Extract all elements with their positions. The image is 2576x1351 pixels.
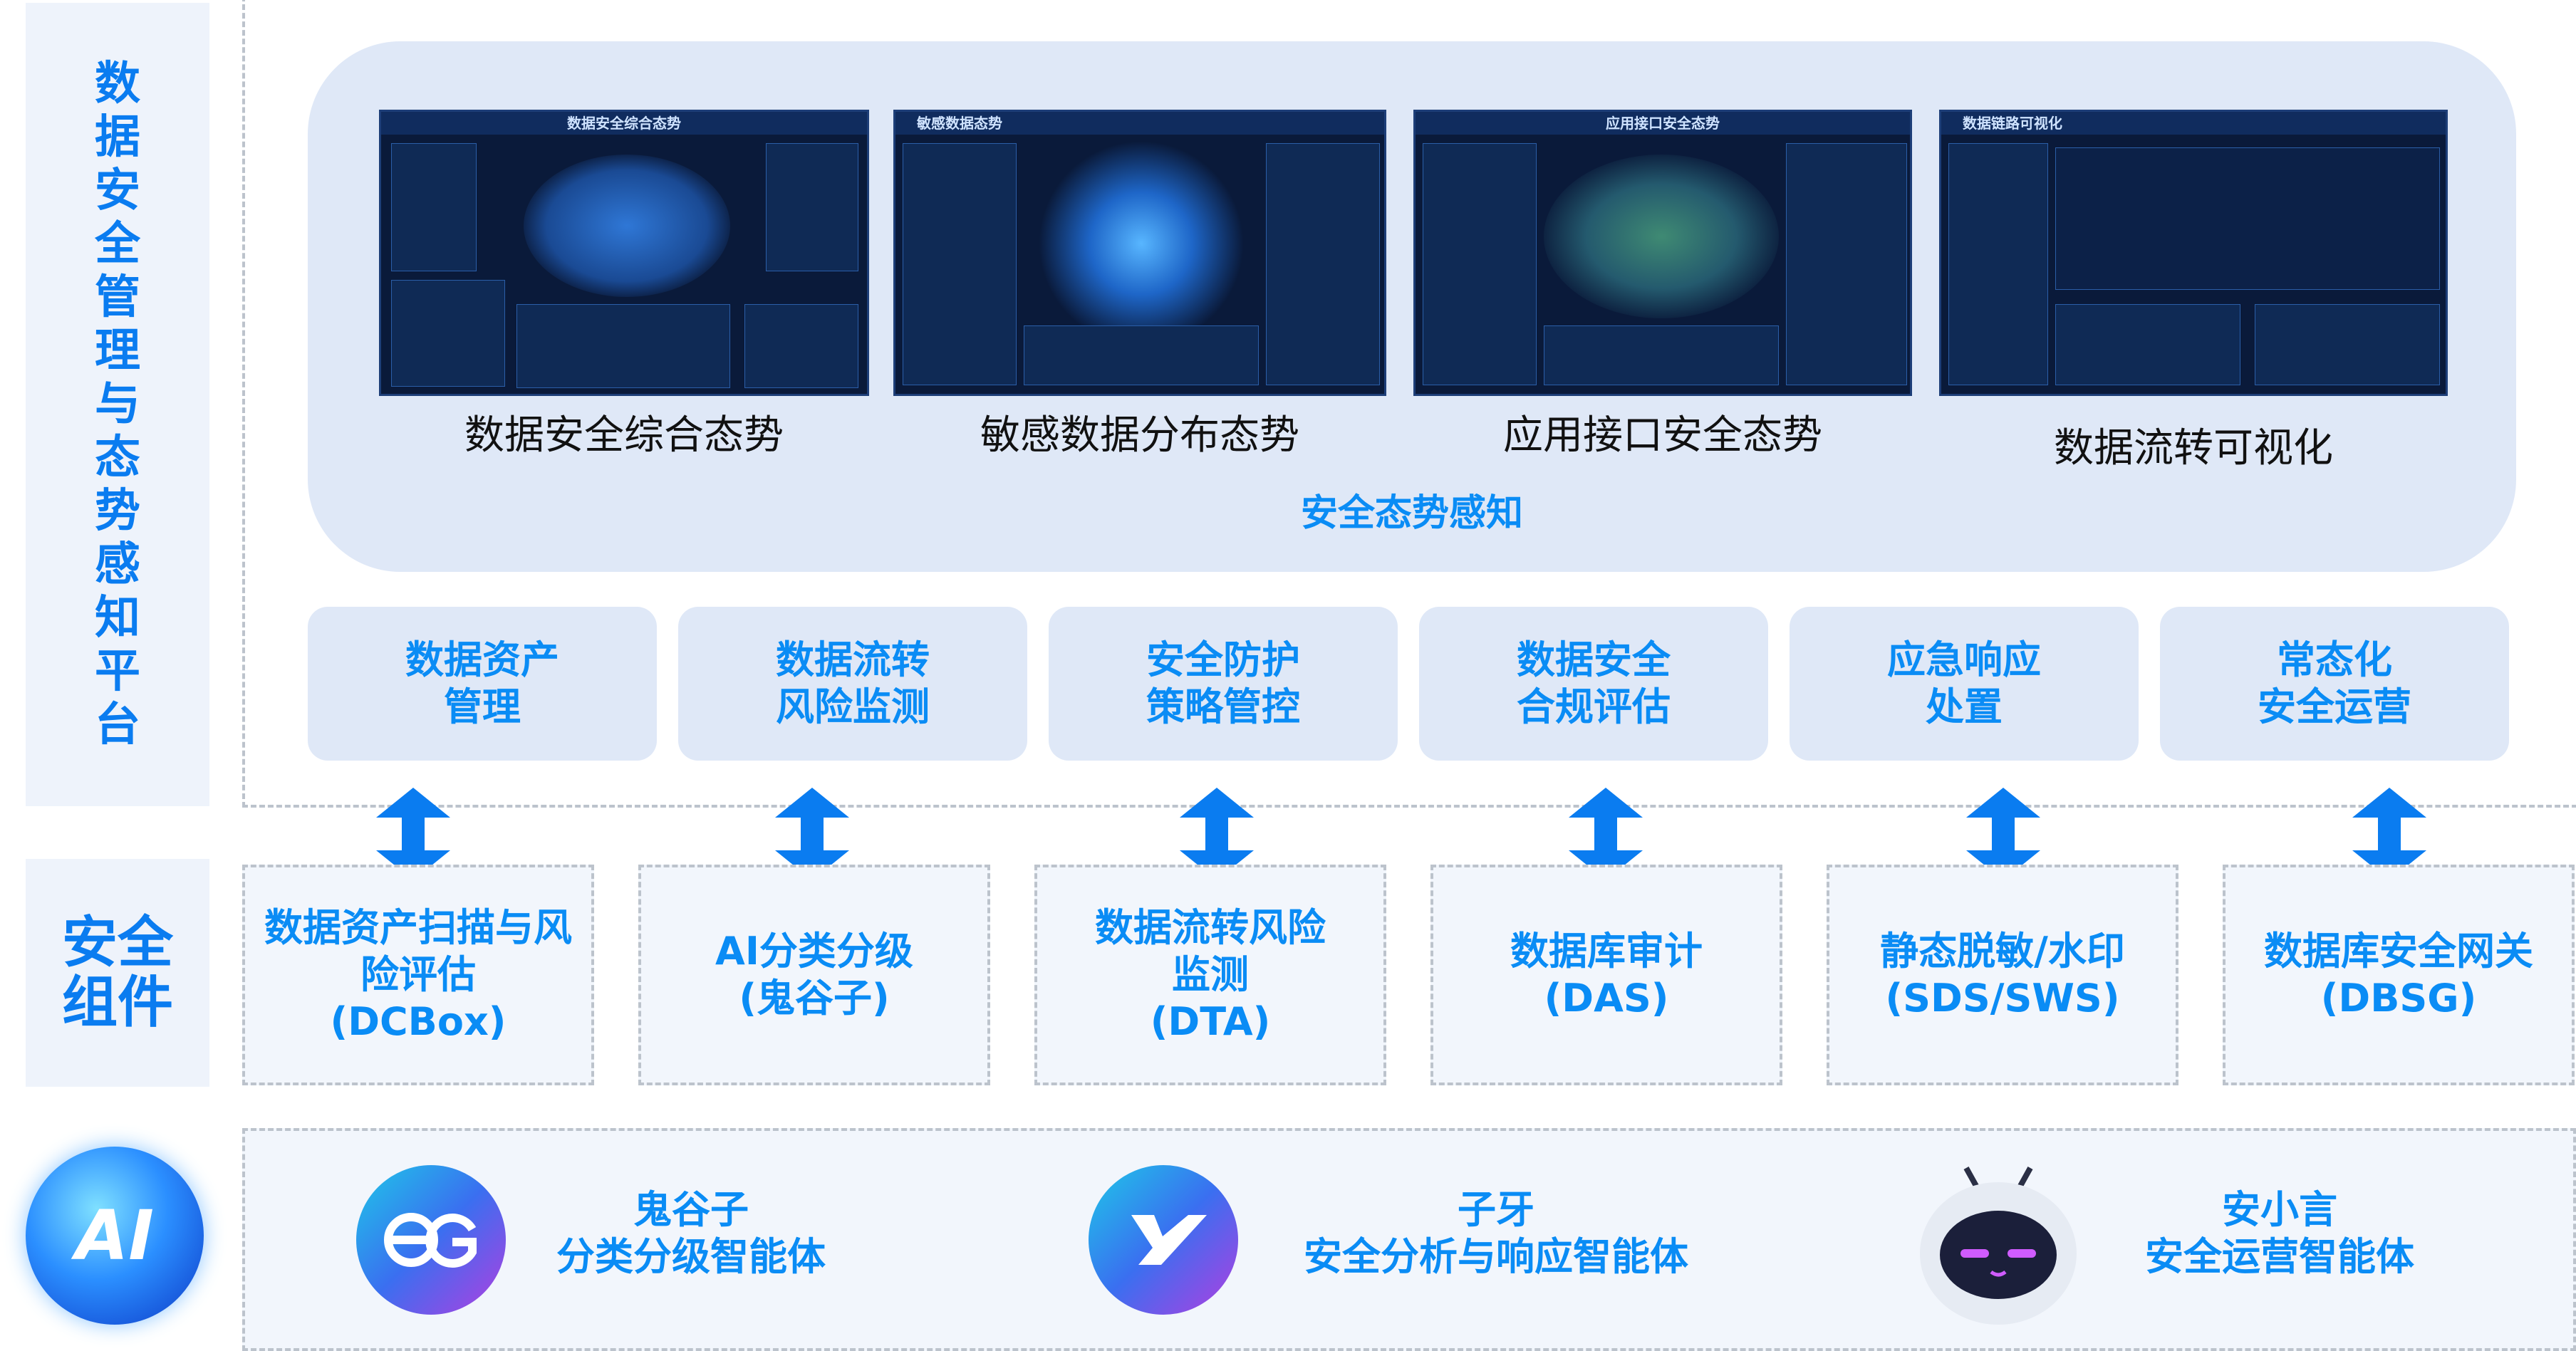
screen-panel xyxy=(1948,143,2048,385)
screen-overview: 数据安全综合态势 xyxy=(379,110,869,396)
city-map-icon xyxy=(1544,155,1779,318)
screen-panel xyxy=(391,143,477,271)
component-sds-sws: 静态脱敏/水印(SDS/SWS) xyxy=(1827,865,2178,1085)
components-label: 安全组件 xyxy=(61,911,173,1035)
screen-data-flow: 数据链路可视化 xyxy=(1939,110,2448,396)
double-arrow-icon xyxy=(2352,788,2426,880)
screen-caption: 应用接口安全态势 xyxy=(1503,412,1822,459)
robot-icon xyxy=(1916,1161,2080,1332)
screen-caption: 数据安全综合态势 xyxy=(464,412,784,459)
screen-panel xyxy=(391,280,505,387)
screen-table xyxy=(2255,304,2440,385)
function-flow-risk-monitoring: 数据流转风险监测 xyxy=(678,607,1027,761)
double-arrow-icon xyxy=(376,788,450,880)
screen-header: 应用接口安全态势 xyxy=(1416,112,1910,135)
agent-role: 分类分级智能体 xyxy=(556,1234,826,1279)
double-arrow-icon xyxy=(1180,788,1254,880)
y-glyph-icon xyxy=(1131,1215,1207,1265)
function-protection-policy: 安全防护策略管控 xyxy=(1049,607,1398,761)
screen-table xyxy=(2055,304,2240,385)
screen-panel xyxy=(1266,143,1380,385)
platform-frame xyxy=(242,0,2576,808)
screen-sensitive-data: 敏感数据态势 xyxy=(893,110,1386,396)
ai-badge-icon: AI xyxy=(26,1147,204,1325)
component-dcbox: 数据资产扫描与风险评估(DCBox) xyxy=(242,865,594,1085)
agent-ziya-text: 子牙 安全分析与响应智能体 xyxy=(1282,1186,1710,1280)
screen-panel xyxy=(1423,143,1537,385)
function-emergency-response: 应急响应处置 xyxy=(1790,607,2139,761)
double-arrow-icon xyxy=(1966,788,2040,880)
data-core-icon xyxy=(1038,140,1245,347)
screen-header: 数据链路可视化 xyxy=(1941,112,2446,135)
component-dbsg: 数据库安全网关(DBSG) xyxy=(2223,865,2575,1085)
function-asset-management: 数据资产管理 xyxy=(308,607,657,761)
screen-panel xyxy=(744,304,858,388)
component-ai-classification: AI分类分级(鬼谷子) xyxy=(638,865,990,1085)
double-arrow-icon xyxy=(1569,788,1643,880)
platform-label: 数据安全管理与态势感知平台 xyxy=(95,57,140,751)
screen-table xyxy=(516,304,730,388)
eg-logo-icon xyxy=(356,1165,506,1315)
double-arrow-icon xyxy=(775,788,849,880)
platform-side-label: 数据安全管理与态势感知平台 xyxy=(26,3,209,806)
screen-panel xyxy=(903,143,1017,385)
screen-panel xyxy=(1786,143,1907,385)
screen-caption: 敏感数据分布态势 xyxy=(980,412,1299,459)
eg-glyph-icon xyxy=(384,1213,477,1268)
function-security-operations: 常态化安全运营 xyxy=(2160,607,2509,761)
agent-name: 安小言 xyxy=(2222,1187,2337,1232)
agent-role: 安全分析与响应智能体 xyxy=(1304,1234,1688,1279)
agent-anxiaoyan-text: 安小言 安全运营智能体 xyxy=(2109,1186,2451,1280)
situational-awareness-title: 安全态势感知 xyxy=(1300,492,1523,535)
ai-badge-text: AI xyxy=(75,1196,154,1276)
screen-table xyxy=(1024,325,1259,385)
screen-caption: 数据流转可视化 xyxy=(2054,425,2333,471)
robot-glyph-icon xyxy=(1920,1167,2077,1325)
agent-guiguzi-text: 鬼谷子 分类分级智能体 xyxy=(527,1186,855,1280)
screen-api-security: 应用接口安全态势 xyxy=(1413,110,1912,396)
screen-header: 数据安全综合态势 xyxy=(381,112,867,135)
agent-name: 子牙 xyxy=(1458,1187,1534,1232)
situational-awareness-panel: 数据安全综合态势 数据安全综合态势 敏感数据态势 敏感数据分布态势 应用接口安全… xyxy=(308,41,2516,572)
agents-frame xyxy=(242,1128,2576,1351)
components-side-label: 安全组件 xyxy=(26,859,209,1087)
flow-graph xyxy=(2055,147,2440,290)
function-compliance-assessment: 数据安全合规评估 xyxy=(1419,607,1768,761)
screen-panel xyxy=(766,143,858,271)
agent-role: 安全运营智能体 xyxy=(2145,1234,2414,1279)
screen-header: 敏感数据态势 xyxy=(895,112,1384,135)
china-map-icon xyxy=(524,155,730,297)
component-das: 数据库审计(DAS) xyxy=(1430,865,1782,1085)
y-logo-icon xyxy=(1089,1165,1238,1315)
component-dta: 数据流转风险监测(DTA) xyxy=(1034,865,1386,1085)
agent-name: 鬼谷子 xyxy=(633,1187,749,1232)
screen-table xyxy=(1544,325,1779,385)
